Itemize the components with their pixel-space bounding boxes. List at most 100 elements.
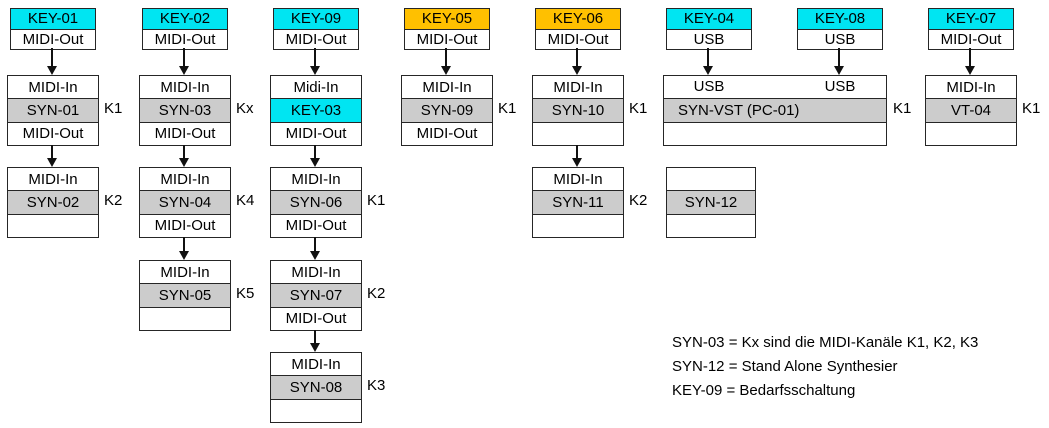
flow-arrow-head: [310, 343, 320, 352]
device-name: KEY-03: [271, 98, 361, 122]
device-name: SYN-12: [667, 190, 755, 214]
device-name: SYN-10: [533, 98, 623, 122]
port-midi-in: MIDI-In: [160, 170, 210, 188]
flow-arrow-head: [441, 66, 451, 75]
port-usb-row: USB USB: [664, 76, 886, 98]
device-name: SYN-11: [533, 190, 623, 214]
device-name: SYN-08: [271, 375, 361, 399]
flow-arrow-head: [572, 158, 582, 167]
keyboard-port: MIDI-Out: [143, 28, 227, 50]
port-midi-out: MIDI-Out: [8, 121, 98, 145]
device-name: SYN-09: [402, 98, 492, 122]
device-syn-11: MIDI-In SYN-11: [532, 167, 624, 238]
keyboard-key-08: KEY-08 USB: [797, 8, 883, 50]
keyboard-label: KEY-07: [929, 9, 1013, 29]
flow-arrow-head: [310, 66, 320, 75]
channel-label: K1: [104, 100, 123, 117]
port-usb-left: USB: [693, 78, 725, 96]
flow-arrow-line: [838, 48, 840, 67]
channel-label: K1: [629, 100, 648, 117]
keyboard-label: KEY-04: [667, 9, 751, 29]
flow-arrow-line: [314, 145, 316, 159]
channel-label: K5: [236, 285, 255, 302]
empty-row: [271, 398, 361, 422]
device-syn-12: SYN-12: [666, 167, 756, 238]
device-syn-09: MIDI-In SYN-09 MIDI-Out: [401, 75, 493, 146]
keyboard-port: USB: [798, 28, 882, 50]
flow-arrow-line: [445, 48, 447, 67]
flow-arrow-head: [310, 251, 320, 260]
channel-label: K2: [104, 192, 123, 209]
port-midi-out: MIDI-Out: [271, 213, 361, 237]
keyboard-key-02: KEY-02 MIDI-Out: [142, 8, 228, 50]
flow-arrow-line: [969, 48, 971, 67]
channel-label: K3: [367, 377, 386, 394]
device-name: SYN-07: [271, 283, 361, 307]
port-midi-out: MIDI-Out: [402, 121, 492, 145]
device-syn-06: MIDI-In SYN-06 MIDI-Out: [270, 167, 362, 238]
keyboard-key-04: KEY-04 USB: [666, 8, 752, 50]
empty-row: [664, 121, 886, 145]
device-key-03: Midi-In KEY-03 MIDI-Out: [270, 75, 362, 146]
keyboard-port: MIDI-Out: [274, 28, 358, 50]
keyboard-port: MIDI-Out: [929, 28, 1013, 50]
keyboard-key-06: KEY-06 MIDI-Out: [535, 8, 621, 50]
device-syn-vst: USB USB SYN-VST (PC-01): [663, 75, 887, 146]
keyboard-key-01: KEY-01 MIDI-Out: [10, 8, 96, 50]
device-name: SYN-02: [8, 190, 98, 214]
device-syn-03: MIDI-In SYN-03 MIDI-Out: [139, 75, 231, 146]
port-midi-in: MIDI-In: [553, 170, 603, 188]
channel-label: Kx: [236, 100, 254, 117]
port-midi-in: MIDI-In: [28, 170, 78, 188]
flow-arrow-line: [183, 237, 185, 252]
flow-arrow-line: [51, 145, 53, 159]
empty-row: [926, 121, 1016, 145]
flow-arrow-head: [179, 158, 189, 167]
port-midi-out: MIDI-Out: [140, 213, 230, 237]
empty-row: [533, 213, 623, 237]
port-midi-in: MIDI-In: [553, 78, 603, 96]
channel-label: K1: [1022, 100, 1041, 117]
keyboard-label: KEY-08: [798, 9, 882, 29]
device-syn-04: MIDI-In SYN-04 MIDI-Out: [139, 167, 231, 238]
port-midi-in: MIDI-In: [291, 170, 341, 188]
flow-arrow-line: [314, 330, 316, 344]
empty-row: [533, 121, 623, 145]
empty-row: [667, 213, 755, 237]
device-name: VT-04: [926, 98, 1016, 122]
empty-row: [8, 213, 98, 237]
device-syn-02: MIDI-In SYN-02: [7, 167, 99, 238]
device-vt-04: MIDI-In VT-04: [925, 75, 1017, 146]
device-syn-08: MIDI-In SYN-08: [270, 352, 362, 423]
flow-arrow-line: [576, 48, 578, 67]
port-midi-out: MIDI-Out: [271, 121, 361, 145]
port-midi-in: Midi-In: [293, 78, 339, 96]
device-syn-10: MIDI-In SYN-10: [532, 75, 624, 146]
empty-row: [667, 168, 755, 190]
device-name: SYN-05: [140, 283, 230, 307]
channel-label: K2: [629, 192, 648, 209]
port-midi-out: MIDI-Out: [271, 306, 361, 330]
device-name: SYN-01: [8, 98, 98, 122]
keyboard-port: MIDI-Out: [405, 28, 489, 50]
legend-note: SYN-03 = Kx sind die MIDI-Kanäle K1, K2,…: [672, 334, 979, 351]
flow-arrow-line: [576, 145, 578, 159]
keyboard-port: USB: [667, 28, 751, 50]
keyboard-label: KEY-02: [143, 9, 227, 29]
keyboard-key-09: KEY-09 MIDI-Out: [273, 8, 359, 50]
port-midi-in: MIDI-In: [160, 78, 210, 96]
device-name: SYN-06: [271, 190, 361, 214]
flow-arrow-head: [47, 66, 57, 75]
flow-arrow-head: [310, 158, 320, 167]
flow-arrow-line: [183, 145, 185, 159]
flow-arrow-line: [707, 48, 709, 67]
port-midi-in: MIDI-In: [291, 355, 341, 373]
legend-note: KEY-09 = Bedarfsschaltung: [672, 382, 856, 399]
legend-note: SYN-12 = Stand Alone Synthesier: [672, 358, 898, 375]
port-midi-in: MIDI-In: [946, 78, 996, 96]
channel-label: K1: [367, 192, 386, 209]
port-midi-in: MIDI-In: [422, 78, 472, 96]
keyboard-key-05: KEY-05 MIDI-Out: [404, 8, 490, 50]
keyboard-label: KEY-06: [536, 9, 620, 29]
